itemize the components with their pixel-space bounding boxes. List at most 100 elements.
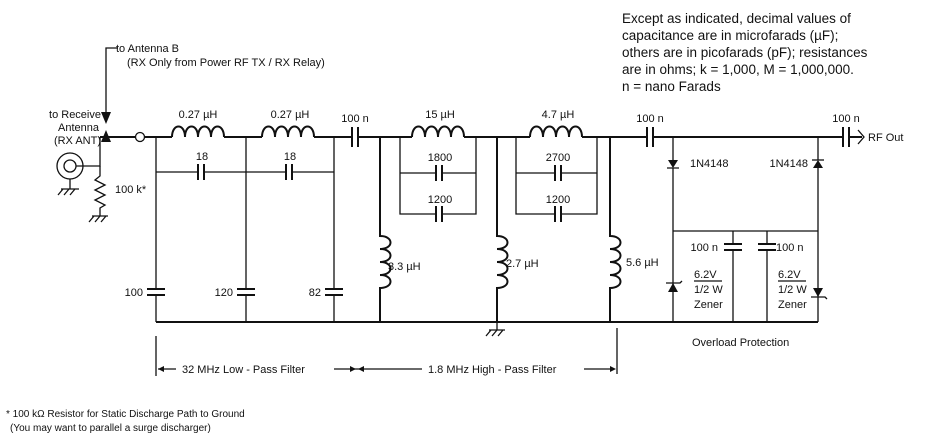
diode-2-label: 1N4148 — [769, 158, 808, 170]
capacitor-out-1-label: 100 n — [636, 113, 664, 125]
inductor-l1-icon — [171, 125, 225, 138]
capacitor-series-1-label: 18 — [196, 151, 208, 163]
note-line: others are in picofarads (pF); resistanc… — [622, 45, 868, 60]
capacitor-coupling-in-label: 100 n — [341, 113, 369, 125]
capacitor-out-1-icon — [646, 127, 654, 147]
zener-1-icon — [668, 283, 678, 292]
note-line: are in ohms; k = 1,000, M = 1,000,000. — [622, 62, 854, 77]
capacitor-series-2-icon — [285, 164, 293, 180]
ground-rail — [156, 321, 818, 337]
capacitor-prot-1-icon — [724, 243, 742, 251]
receive-antenna-label-2: Antenna — [58, 122, 100, 134]
capacitor-trap-2a-label: 2700 — [546, 152, 570, 164]
section-labels: 32 MHz Low - Pass Filter 1.8 MHz High - … — [155, 328, 789, 376]
antenna-b-sublabel: (RX Only from Power RF TX / RX Relay) — [127, 57, 325, 69]
note-line: capacitance are in microfarads (µF); — [622, 28, 838, 43]
capacitor-trap-1b-icon — [435, 206, 443, 222]
lpf-label: 32 MHz Low - Pass Filter — [182, 364, 305, 376]
hpf-shunt-inductors: 3.3 µH 2.7 µH 5.6 µH — [379, 137, 659, 322]
capacitor-prot-2-icon — [758, 243, 776, 251]
capacitor-shunt-3-icon — [325, 288, 343, 296]
wire — [515, 137, 598, 215]
capacitor-shunt-1-label: 100 — [125, 287, 143, 299]
zener-1-power: 1/2 W — [694, 284, 723, 296]
inductor-shunt-2-icon — [496, 137, 509, 322]
antenna-b-label: to Antenna B — [116, 43, 179, 55]
footnote: * 100 kΩ Resistor for Static Discharge P… — [6, 409, 245, 434]
footnote-line-2: (You may want to parallel a surge discha… — [10, 423, 211, 434]
inductor-shunt-3-icon — [609, 137, 622, 322]
note-line: n = nano Farads — [622, 79, 721, 94]
inductor-shunt-1-icon — [379, 137, 392, 322]
ground-icon — [485, 322, 505, 337]
antenna-b-wire — [105, 47, 118, 112]
zener-1-type: Zener — [694, 299, 723, 311]
diode-1-label: 1N4148 — [690, 158, 729, 170]
inductor-l4-label: 4.7 µH — [542, 109, 575, 121]
capacitor-out-2-label: 100 n — [832, 113, 860, 125]
coax-inner-icon — [63, 159, 77, 173]
inductor-l3-icon — [411, 125, 465, 138]
inductor-l2-label: 0.27 µH — [271, 109, 310, 121]
arrow-down-icon — [101, 112, 111, 124]
diode-2-icon — [813, 160, 823, 168]
capacitor-trap-1a-icon — [435, 165, 443, 181]
capacitor-trap-2b-icon — [554, 206, 562, 222]
zener-1-bar — [666, 280, 683, 284]
zener-2-type: Zener — [778, 299, 807, 311]
capacitor-series-1-icon — [197, 164, 205, 180]
overload-protection: 1N4148 1N4148 100 n 100 n 6.2V 1/2 W Zen… — [666, 137, 828, 322]
capacitor-trap-2b-label: 1200 — [546, 194, 570, 206]
inductor-shunt-3-label: 5.6 µH — [626, 257, 659, 269]
zener-2-voltage: 6.2V — [778, 269, 801, 281]
lpf-shunt-caps: 100 120 82 — [125, 172, 343, 322]
lpf-series-caps: 18 18 — [155, 137, 335, 180]
wire — [399, 137, 477, 215]
diode-1-icon — [668, 160, 678, 168]
capacitor-shunt-2-icon — [237, 288, 255, 296]
main-signal-line: 0.27 µH 0.27 µH 100 n 15 µH 4.7 µH 100 n… — [145, 109, 903, 147]
protection-label: Overload Protection — [692, 337, 789, 349]
hpf-label: 1.8 MHz High - Pass Filter — [428, 364, 557, 376]
inductor-l4-icon — [529, 125, 583, 138]
inductor-shunt-2-label: 2.7 µH — [506, 258, 539, 270]
input-node — [134, 131, 146, 143]
inductor-l3-label: 15 µH — [425, 109, 455, 121]
capacitor-prot-1-label: 100 n — [690, 242, 718, 254]
note-line: Except as indicated, decimal values of — [622, 11, 851, 26]
capacitor-trap-1a-label: 1800 — [428, 152, 452, 164]
capacitor-out-2-icon — [842, 127, 850, 147]
capacitor-shunt-1-icon — [147, 288, 165, 296]
capacitor-trap-2a-icon — [554, 165, 562, 181]
receive-antenna-input: to Receive Antenna (RX ANT) 100 k* — [49, 109, 147, 223]
arrow-right-icon — [610, 366, 616, 372]
ground-icon — [88, 215, 108, 223]
inductor-l1-label: 0.27 µH — [179, 109, 218, 121]
wire — [667, 167, 679, 322]
inductor-l2-icon — [261, 125, 315, 138]
capacitor-shunt-2-label: 120 — [215, 287, 233, 299]
notes-block: Except as indicated, decimal values of c… — [622, 11, 868, 94]
capacitor-series-2-label: 18 — [284, 151, 296, 163]
output-arrow-icon — [857, 129, 865, 145]
capacitor-trap-1b-label: 1200 — [428, 194, 452, 206]
footnote-line-1: * 100 kΩ Resistor for Static Discharge P… — [6, 409, 245, 420]
zener-2-power: 1/2 W — [778, 284, 807, 296]
receive-antenna-label-3: (RX ANT) — [54, 135, 101, 147]
arrow-left-icon — [358, 366, 364, 372]
hpf-trap-1: 1800 1200 — [399, 137, 477, 222]
arrow-right-icon — [350, 366, 356, 372]
capacitor-shunt-3-label: 82 — [309, 287, 321, 299]
capacitor-coupling-in-icon — [351, 127, 359, 147]
resistor-icon — [93, 166, 107, 216]
resistor-label: 100 k* — [115, 184, 147, 196]
receive-antenna-label: to Receive — [49, 109, 101, 121]
ground-icon — [57, 179, 79, 196]
zener-2-bar — [811, 296, 828, 300]
inductor-shunt-1-label: 3.3 µH — [388, 261, 421, 273]
hpf-trap-2: 2700 1200 — [515, 137, 598, 222]
zener-1-voltage: 6.2V — [694, 269, 717, 281]
arrow-left-icon — [158, 366, 164, 372]
capacitor-prot-2-label: 100 n — [776, 242, 804, 254]
